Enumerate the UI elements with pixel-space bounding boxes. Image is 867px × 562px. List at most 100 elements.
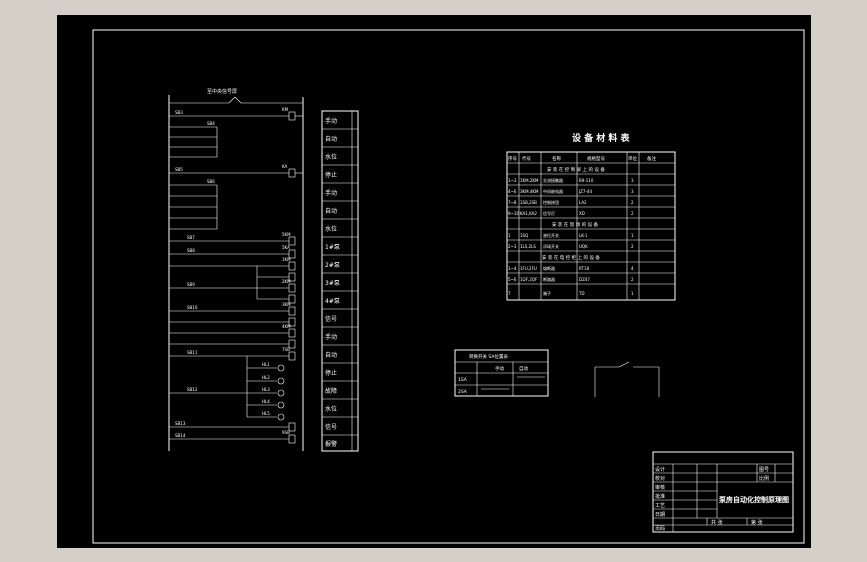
lamp-label-hl4: HL4 xyxy=(262,399,270,404)
schematic-label-sb12: SB12 xyxy=(187,387,198,392)
schematic-label-sb4: SB4 xyxy=(207,121,215,126)
tb-label-process: 工艺 xyxy=(655,503,665,509)
control-schematic: 至中央信号屏 xyxy=(168,88,304,451)
mt-row-6-qty: 4 xyxy=(631,266,634,271)
legend-3: 停止 xyxy=(325,171,337,179)
mt-header-3: 规格型号 xyxy=(587,155,605,162)
mt-header-4: 单位 xyxy=(628,155,637,162)
drawing-title: 泵房自动化控制原理图 xyxy=(718,495,789,504)
mt-row-0-no: 1~3 xyxy=(508,178,517,183)
mt-row-7-code: 1QF,2QF xyxy=(520,277,538,282)
legend-12: 手动 xyxy=(325,333,337,341)
relay-label-km: KM xyxy=(282,107,289,112)
mt-row-3-no: 9~10 xyxy=(508,211,519,216)
mt-row-3-model: XD xyxy=(579,211,585,216)
mt-row-3-qty: 2 xyxy=(631,211,634,216)
tb-label-scale: 比例 xyxy=(759,475,769,482)
schematic-label-sb14: SB14 xyxy=(175,433,186,438)
schematic-label-sb3: SB3 xyxy=(175,110,183,115)
legend-2: 水位 xyxy=(325,153,337,161)
mt-header-5: 备注 xyxy=(647,155,656,162)
legend-5: 自动 xyxy=(325,207,337,215)
drawing-border xyxy=(92,29,805,544)
mt-row-7-name: 断路器 xyxy=(543,276,555,282)
mt-row-0-name: 交流接触器 xyxy=(543,177,563,183)
relay-label-2km: 2KM xyxy=(282,279,291,284)
legend-11: 信号 xyxy=(325,315,337,323)
mt-row-1-code: 3KM,4KM xyxy=(520,189,539,194)
material-table-title: 设 备 材 料 表 xyxy=(572,132,631,144)
mt-row-2-no: 7~8 xyxy=(508,200,517,205)
relay-label-1km: 1KM xyxy=(282,257,291,262)
mt-row-5-name: 浮球开关 xyxy=(543,243,559,249)
mt-header-0: 序号 xyxy=(508,155,517,162)
mt-header-1: 代号 xyxy=(522,155,531,162)
mt-row-2-name: 控制按钮 xyxy=(543,199,559,205)
rung-group-2 xyxy=(169,236,296,361)
mt-row-4-no: 1 xyxy=(508,233,511,238)
legend-1: 自动 xyxy=(325,135,337,143)
mt-row-7-qty: 2 xyxy=(631,277,634,282)
switch-table-title: 转换开关 SA位置表 xyxy=(469,353,508,360)
mt-row-6-model: RT18 xyxy=(579,266,589,271)
schematic-header-label: 至中央信号屏 xyxy=(207,88,237,95)
mt-row-5-no: 2~3 xyxy=(508,244,517,249)
legend-8: 2#泵 xyxy=(325,262,340,269)
mt-row-0-model: B9-110 xyxy=(579,178,594,183)
mt-row-8-no: 7 xyxy=(508,291,511,296)
schematic-label-sb9: SB9 xyxy=(187,282,195,287)
legend-4: 手动 xyxy=(325,189,337,197)
drawing-sheet: 至中央信号屏 xyxy=(57,15,811,548)
mt-row-8-qty: 1 xyxy=(631,291,634,296)
switch-position-table: 转换开关 SA位置表 手动 自动 1SA 2SA xyxy=(454,349,549,397)
mt-row-3-code: KA1,KA2 xyxy=(520,211,537,216)
tb-label-drawing-no: 图号 xyxy=(759,467,769,473)
relay-label-ka: KA xyxy=(282,164,288,169)
relay-label-9sb: 9SB xyxy=(282,430,290,435)
mt-row-1-name: 中间继电器 xyxy=(543,188,563,194)
mt-row-5-qty: 2 xyxy=(631,244,634,249)
mt-row-8-name: 端子 xyxy=(543,290,551,296)
tb-label-design: 设计 xyxy=(655,466,665,473)
mt-row-8-model: TD xyxy=(578,291,585,296)
relay-label-5km: 5KM xyxy=(282,232,291,237)
function-legend: 手动 自动 水位 停止 手动 自动 水位 1#泵 2#泵 3#泵 4#泵 信号 … xyxy=(321,110,359,452)
mt-row-3-name: 信号灯 xyxy=(543,210,555,216)
switch-col-manual: 手动 xyxy=(495,365,504,372)
mt-row-1-qty: 3 xyxy=(631,189,634,194)
mt-row-0-qty: 3 xyxy=(631,178,634,183)
mt-row-5-code: 1LS,2LS xyxy=(520,244,536,249)
mt-row-6-code: 1FU,2FU xyxy=(520,266,537,271)
tb-label-date: 日期 xyxy=(655,512,665,518)
schematic-label-sb5: SB5 xyxy=(175,167,183,172)
legend-16: 水位 xyxy=(325,405,337,413)
mt-row-2-code: 1SB,2SB xyxy=(520,200,537,205)
tb-label-approve: 批准 xyxy=(655,493,665,500)
mt-row-6-no: 1~4 xyxy=(508,266,517,271)
mt-section-1: 安 装 在 控 制 屏 上 的 设 备 xyxy=(547,166,605,173)
legend-15: 故障 xyxy=(325,387,337,395)
tb-label-page: 页码 xyxy=(655,525,665,532)
mt-row-1-model: JZ7-44 xyxy=(578,189,592,194)
tb-label-sheet-no: 第 张 xyxy=(751,519,763,526)
relay-label-5ka: 5KA xyxy=(282,245,290,250)
mt-row-5-model: UQK xyxy=(579,244,588,249)
mt-header-2: 名称 xyxy=(552,155,561,162)
legend-10: 4#泵 xyxy=(325,298,340,305)
rung-group-3 xyxy=(169,356,296,444)
mt-row-0-code: 1KM,2KM xyxy=(520,178,539,183)
switch-row-2sa: 2SA xyxy=(458,389,468,395)
legend-6: 水位 xyxy=(325,225,337,233)
contact-detail xyxy=(594,361,660,397)
schematic-label-sb10: SB10 xyxy=(187,305,198,310)
mt-row-4-code: 1SQ xyxy=(520,233,528,238)
tb-label-check: 校对 xyxy=(655,475,665,482)
mt-row-2-model: LA2 xyxy=(579,200,587,205)
mt-section-2: 安 装 在 现 场 的 设 备 xyxy=(552,221,599,228)
mt-row-7-no: 5~6 xyxy=(508,277,517,282)
switch-row-1sa: 1SA xyxy=(458,377,468,383)
mt-row-2-qty: 2 xyxy=(631,200,634,205)
legend-0: 手动 xyxy=(325,117,337,125)
relay-label-3km: 3KM xyxy=(282,302,291,307)
